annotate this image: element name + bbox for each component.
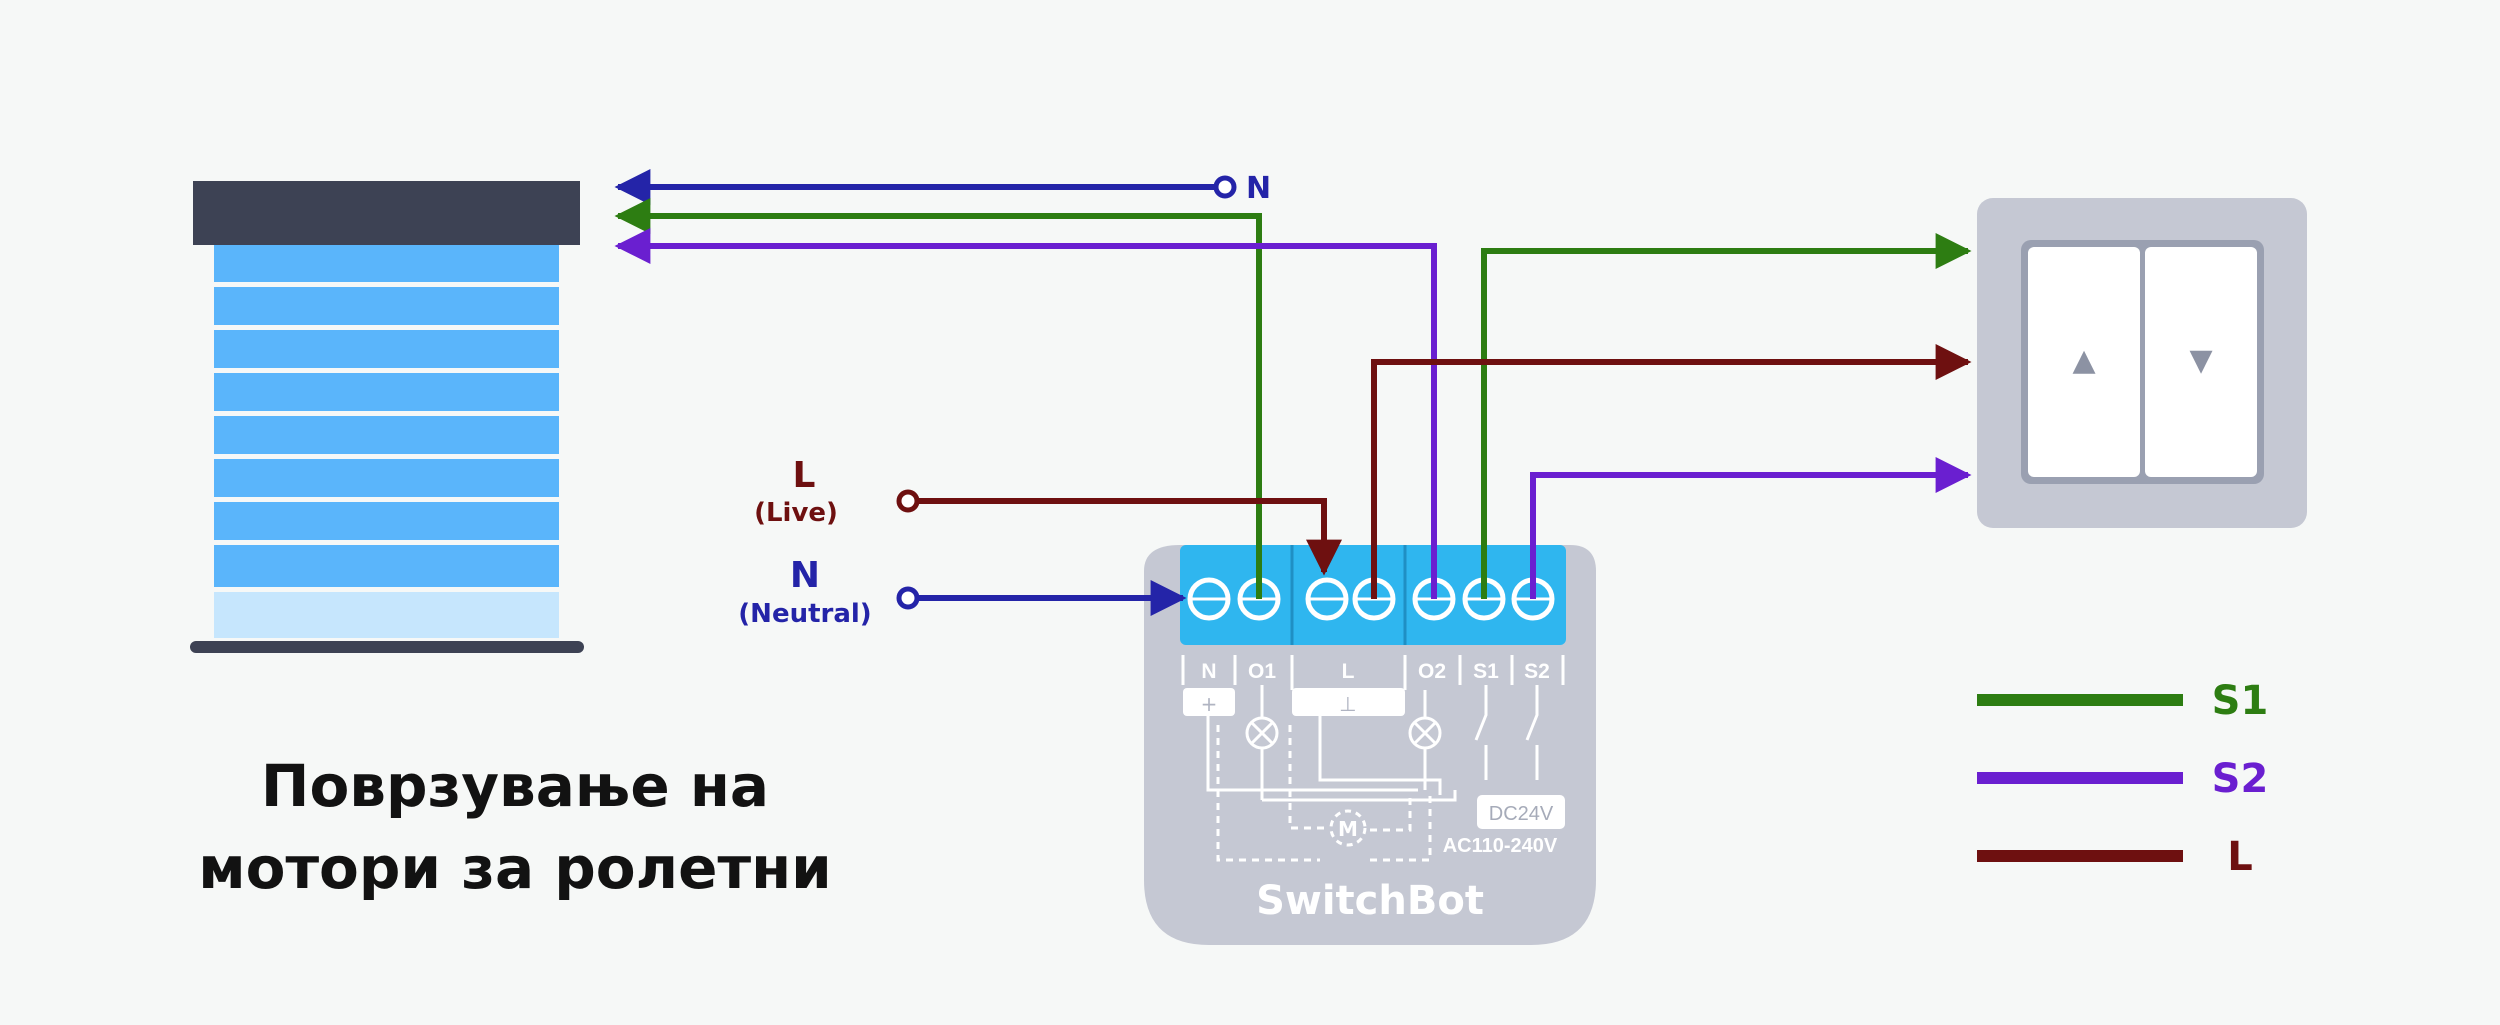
s1-wire-switch	[1481, 233, 1972, 599]
blind-slat	[214, 416, 559, 454]
switch-up-button	[2028, 247, 2140, 477]
terminal-label-o2: O2	[1418, 660, 1446, 683]
switchbot-device: N O1 L O2 S1 S2 + ⊥	[1144, 545, 1596, 945]
caption-line-1: Поврзување на	[260, 752, 770, 820]
output-lamp-o2	[1408, 716, 1442, 750]
blind-bottom-bar	[190, 641, 584, 653]
ac-label: AC110-240V	[1443, 835, 1558, 857]
down-arrow-icon: ▼	[2189, 343, 2212, 378]
terminal-label-s2: S2	[1524, 660, 1550, 683]
blind-slat	[214, 330, 559, 368]
legend-label-s2: S2	[2212, 756, 2269, 802]
caption-line-2: мотори за ролетни	[198, 834, 832, 902]
dc-badge	[1477, 795, 1565, 829]
terminal-label-s1: S1	[1473, 660, 1499, 683]
legend-label-s1: S1	[2212, 678, 2269, 724]
motor-label: M	[1338, 817, 1358, 841]
terminal-label-l: L	[1342, 660, 1355, 683]
blind-slat	[214, 245, 559, 282]
live-input-wire	[918, 498, 1342, 576]
live-letter-label: L	[793, 455, 816, 496]
diagram-caption: Поврзување на мотори за ролетни	[150, 745, 880, 909]
s1-output-wire-blind	[614, 198, 1262, 599]
blind-slat	[214, 459, 559, 497]
live-wire-switch	[1371, 344, 1972, 599]
blind-slat	[214, 373, 559, 411]
plus-sign: +	[1201, 692, 1218, 716]
live-tab	[1292, 688, 1405, 716]
blind-slat-bottom	[214, 592, 559, 638]
ground-sign: ⊥	[1339, 692, 1356, 716]
dc-label: DC24V	[1489, 803, 1554, 825]
s2-wire-switch	[1530, 457, 1972, 599]
legend: S1 S2 L	[1977, 678, 2268, 880]
live-input-terminal	[896, 489, 920, 513]
neutral-top-label: N	[1246, 171, 1271, 206]
neutral-top-terminal	[1213, 175, 1237, 199]
blind-head	[193, 181, 580, 245]
terminal-label-o1: O1	[1248, 660, 1276, 683]
wall-switch: ▲ ▼	[1977, 198, 2307, 528]
legend-label-l: L	[2227, 834, 2253, 880]
s2-output-wire-blind	[614, 228, 1437, 599]
brand-logo: SwitchBot	[1256, 878, 1484, 924]
neutral-letter-label: N	[790, 555, 820, 596]
blind-slat	[214, 502, 559, 540]
neutral-word-label: (Neutral)	[738, 599, 871, 629]
motor-symbol	[1329, 809, 1367, 847]
switch-down-button	[2145, 247, 2257, 477]
roller-blind	[190, 181, 584, 653]
live-word-label: (Live)	[754, 498, 838, 528]
output-lamp-o1	[1245, 716, 1279, 750]
blind-slat	[214, 287, 559, 325]
neutral-input-terminal	[896, 586, 920, 610]
neutral-tab	[1183, 688, 1235, 716]
blind-slat	[214, 545, 559, 587]
up-arrow-icon: ▲	[2072, 343, 2095, 378]
terminal-label-n: N	[1201, 660, 1216, 683]
